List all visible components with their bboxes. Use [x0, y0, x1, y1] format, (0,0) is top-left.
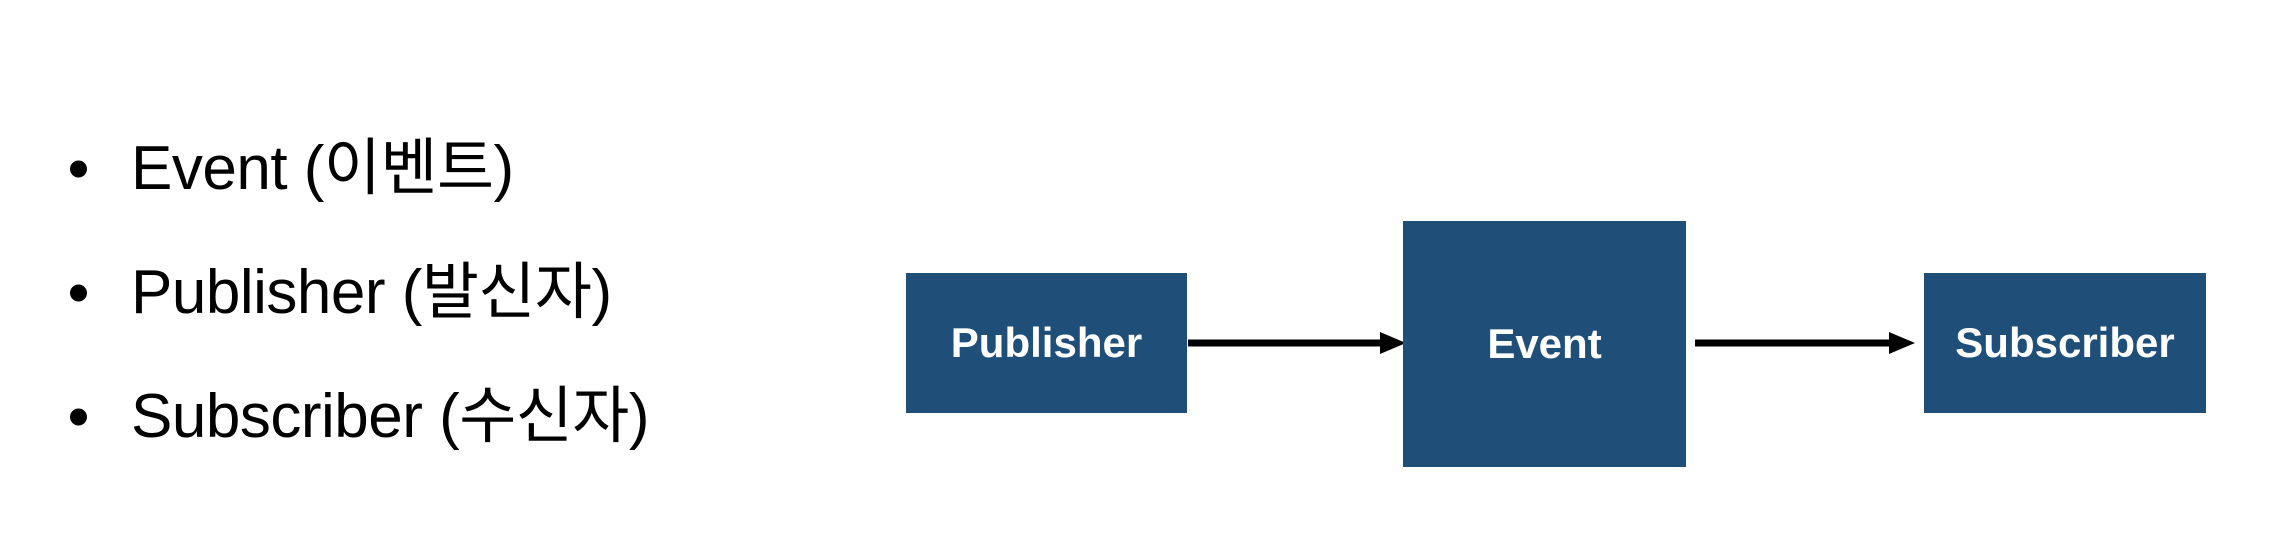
- list-item-label: Subscriber (수신자): [131, 382, 650, 451]
- list-item-publisher: Publisher (발신자): [58, 256, 649, 330]
- list-item-event: Event (이벤트): [58, 132, 649, 206]
- node-publisher: Publisher: [906, 273, 1187, 413]
- arrow-publisher-to-event-icon: [1188, 332, 1406, 354]
- bullet-icon: [70, 284, 87, 302]
- node-subscriber: Subscriber: [1924, 273, 2206, 413]
- node-label: Publisher: [950, 319, 1143, 366]
- arrow-event-to-subscriber-icon: [1695, 332, 1915, 354]
- bullet-icon: [70, 160, 87, 178]
- node-event: Event: [1403, 221, 1686, 467]
- list-item-label: Event (이벤트): [131, 134, 514, 203]
- list-item-label: Publisher (발신자): [131, 258, 612, 327]
- definition-list: Event (이벤트) Publisher (발신자) Subscriber (…: [58, 132, 650, 504]
- bullet-icon: [70, 408, 87, 426]
- node-label: Subscriber: [1955, 319, 2175, 366]
- node-label: Event: [1487, 320, 1602, 367]
- list-item-subscriber: Subscriber (수신자): [58, 380, 650, 454]
